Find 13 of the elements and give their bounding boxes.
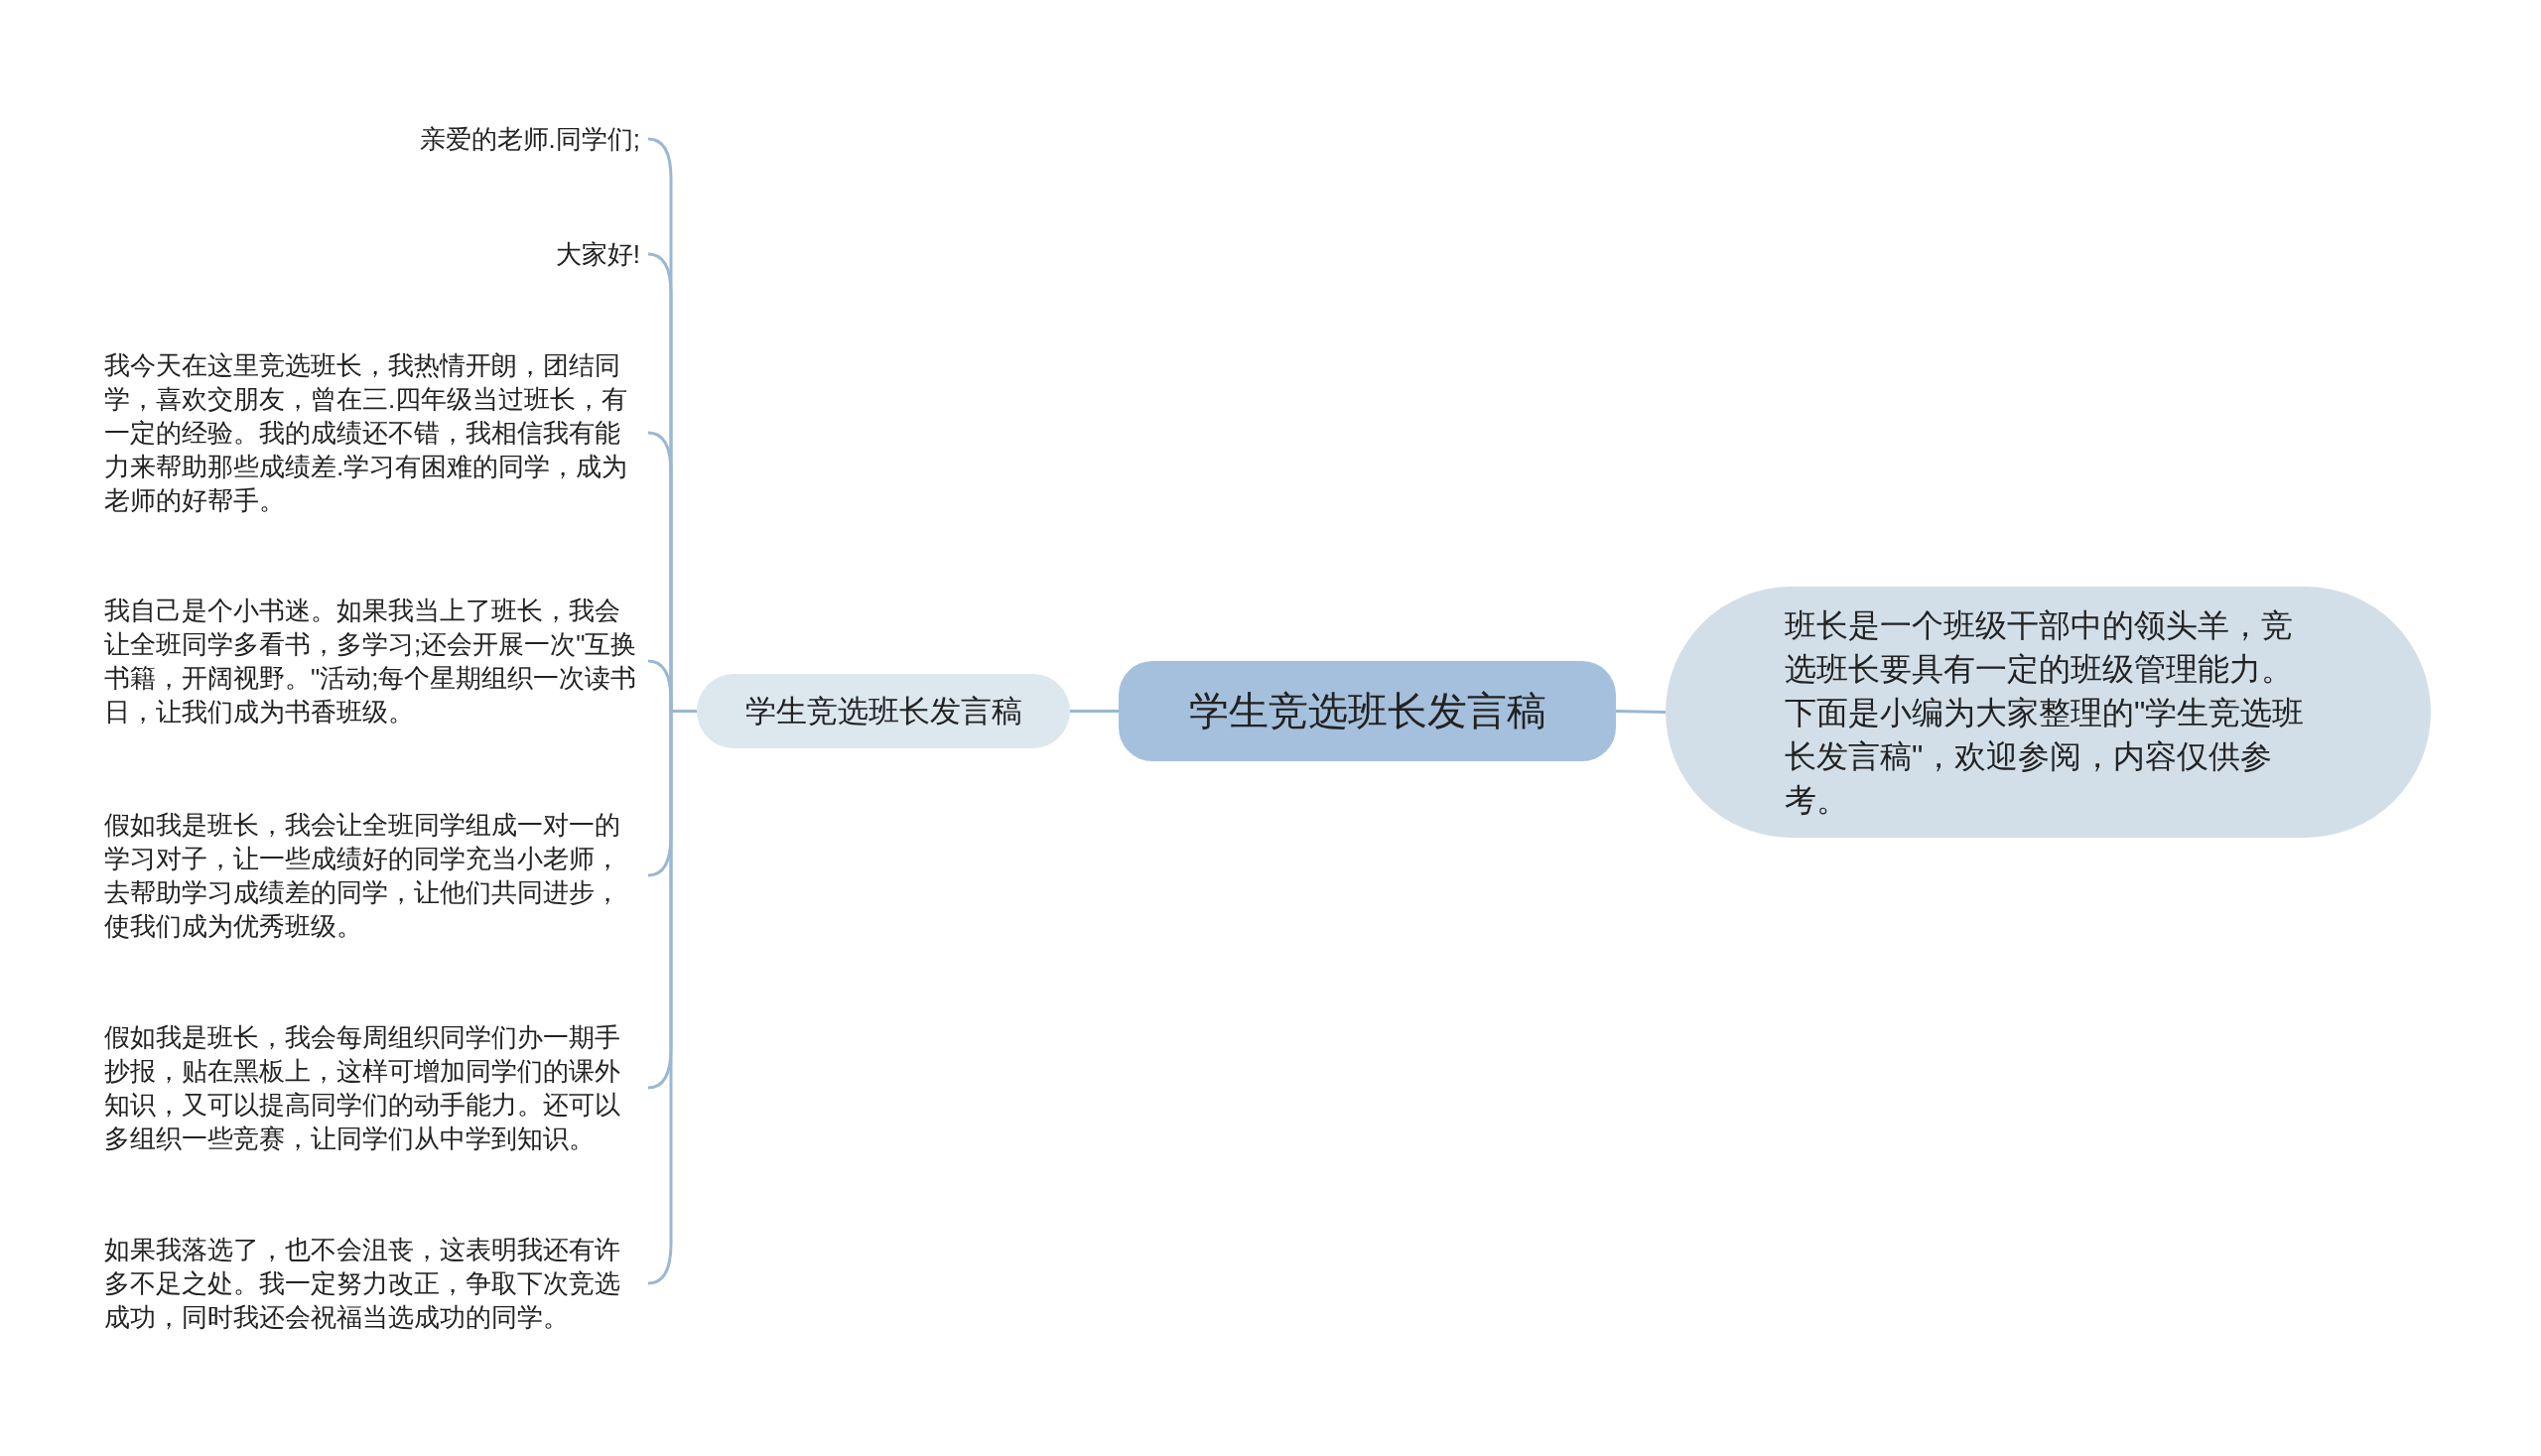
node-text: 大家好! (555, 238, 640, 271)
central-topic-node (1119, 661, 1616, 761)
node-text: 学生竞选班长发言稿 (744, 692, 1022, 730)
node-text: 我自己是个小书迷。如果我当上了班长，我会让全班同学多看书，多学习;还会开展一次"互换书籍，开阔视野。"活动;每个星期组织一次读书日，让我们成为书香班级。 (104, 595, 638, 728)
node-text: 学生竞选班长发言稿 (1188, 688, 1546, 734)
node-text: 我今天在这里竞选班长，我热情开朗，团结同学，喜欢交朋友，曾在三.四年级当过班长，有一定的经验。我的成绩还不错，我相信我有能力来帮助那些成绩差.学习有困难的同学，成为老师的好帮手。 (104, 349, 629, 517)
node-text: 亲爱的老师.同学们; (419, 123, 640, 156)
connector-line (1070, 710, 1119, 713)
node-text: 班长是一个班级干部中的领头羊，竞选班长要具有一定的班级管理能力。下面是小编为大家整理的"学生竞选班长发言稿"，欢迎参阅，内容仅供参考。 (1785, 605, 2306, 820)
connector-line (1615, 710, 1667, 714)
node-text: 假如我是班长，我会每周组织同学们办一期手抄报，贴在黑板上，这样可增加同学们的课外知识，又可以提高同学们的动手能力。还可以多组织一些竞赛，让同学们从中学到知识。 (104, 1021, 621, 1155)
node-text: 假如我是班长，我会让全班同学组成一对一的学习对子，让一些成绩好的同学充当小老师，去帮助学习成绩差的同学，让他们共同进步，使我们成为优秀班级。 (104, 809, 621, 943)
node-text: 如果我落选了，也不会沮丧，这表明我还有许多不足之处。我一定努力改正，争取下次竞选成功，同时我还会祝福当选成功的同学。 (104, 1234, 621, 1334)
